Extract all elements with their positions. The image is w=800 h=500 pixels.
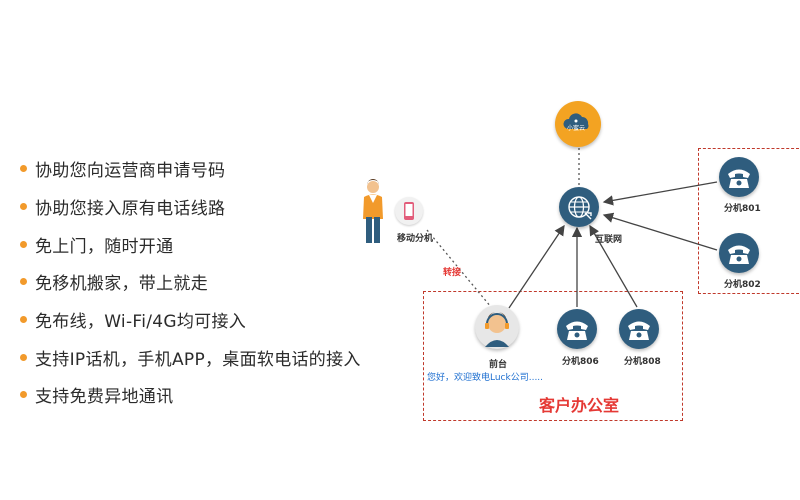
extension-806-node — [557, 309, 597, 349]
extension-801-node — [719, 157, 759, 197]
bullet-dot-icon — [20, 391, 27, 399]
mobile-phone-icon — [404, 202, 414, 220]
feature-item: 协助您向运营商申请号码 — [20, 150, 400, 188]
feature-item: 协助您接入原有电话线路 — [20, 188, 400, 226]
feature-item: 支持IP话机，手机APP，桌面软电话的接入 — [20, 338, 400, 376]
network-diagram: 小蜜云 互联网 移动分机 转接 — [355, 95, 800, 440]
extension-808-node — [619, 309, 659, 349]
receptionist-icon — [485, 312, 509, 347]
link-ext808-internet — [589, 224, 638, 308]
feature-text: 支持免费异地通讯 — [35, 387, 174, 408]
internet-node — [559, 187, 599, 227]
feature-item: 支持免费异地通讯 — [20, 376, 400, 414]
feature-text: 协助您接入原有电话线路 — [35, 199, 226, 220]
person-icon — [363, 179, 383, 243]
link-ext802-internet — [602, 212, 718, 251]
feature-text: 免上门，随时开通 — [35, 236, 174, 257]
feature-item: 免上门，随时开通 — [20, 225, 400, 263]
remote-extensions-boundary — [698, 148, 799, 294]
link-reception-internet — [508, 224, 565, 309]
globe-icon — [568, 196, 592, 220]
feature-text: 免移机搬家，带上就走 — [35, 274, 208, 295]
customer-office-label: 客户办公室 — [539, 396, 620, 415]
extension-801-label: 分机801 — [724, 204, 761, 214]
feature-item: 免布线，Wi-Fi/4G均可接入 — [20, 301, 400, 339]
bullet-dot-icon — [20, 278, 27, 286]
reception-node — [475, 305, 519, 349]
cloud-label: 小蜜云 — [567, 125, 586, 132]
desk-phone-icon — [728, 245, 750, 264]
feature-text: 协助您向运营商申请号码 — [35, 161, 226, 182]
mobile-extension-label: 移动分机 — [397, 234, 434, 244]
link-mobile-reception — [426, 229, 492, 308]
transfer-label: 转接 — [443, 268, 462, 278]
desk-phone-icon — [566, 321, 588, 340]
bullet-dot-icon — [20, 240, 27, 248]
extension-806-label: 分机806 — [562, 357, 599, 367]
feature-list: 协助您向运营商申请号码 协助您接入原有电话线路 免上门，随时开通 免移机搬家，带… — [20, 150, 400, 414]
cloud-service-node: 小蜜云 — [555, 101, 601, 147]
bullet-dot-icon — [20, 165, 27, 173]
bullet-dot-icon — [20, 203, 27, 211]
bullet-dot-icon — [20, 353, 27, 361]
extension-802-label: 分机802 — [724, 280, 761, 290]
feature-item: 免移机搬家，带上就走 — [20, 263, 400, 301]
mobile-user-figure — [360, 179, 386, 245]
feature-text: 免布线，Wi-Fi/4G均可接入 — [35, 312, 247, 333]
extension-802-node — [719, 233, 759, 273]
extension-808-label: 分机808 — [624, 357, 661, 367]
cloud-icon — [563, 113, 589, 129]
bullet-dot-icon — [20, 316, 27, 324]
internet-label: 互联网 — [595, 235, 623, 245]
office-boundary — [423, 291, 683, 421]
desk-phone-icon — [728, 169, 750, 188]
reception-label: 前台 — [489, 360, 508, 370]
feature-text: 支持IP话机，手机APP，桌面软电话的接入 — [35, 349, 361, 370]
link-ext801-internet — [602, 181, 718, 206]
desk-phone-icon — [628, 321, 650, 340]
greeting-text: 您好，欢迎致电Luck公司..... — [427, 373, 544, 383]
mobile-extension-node — [395, 197, 423, 225]
connection-lines — [426, 143, 718, 309]
